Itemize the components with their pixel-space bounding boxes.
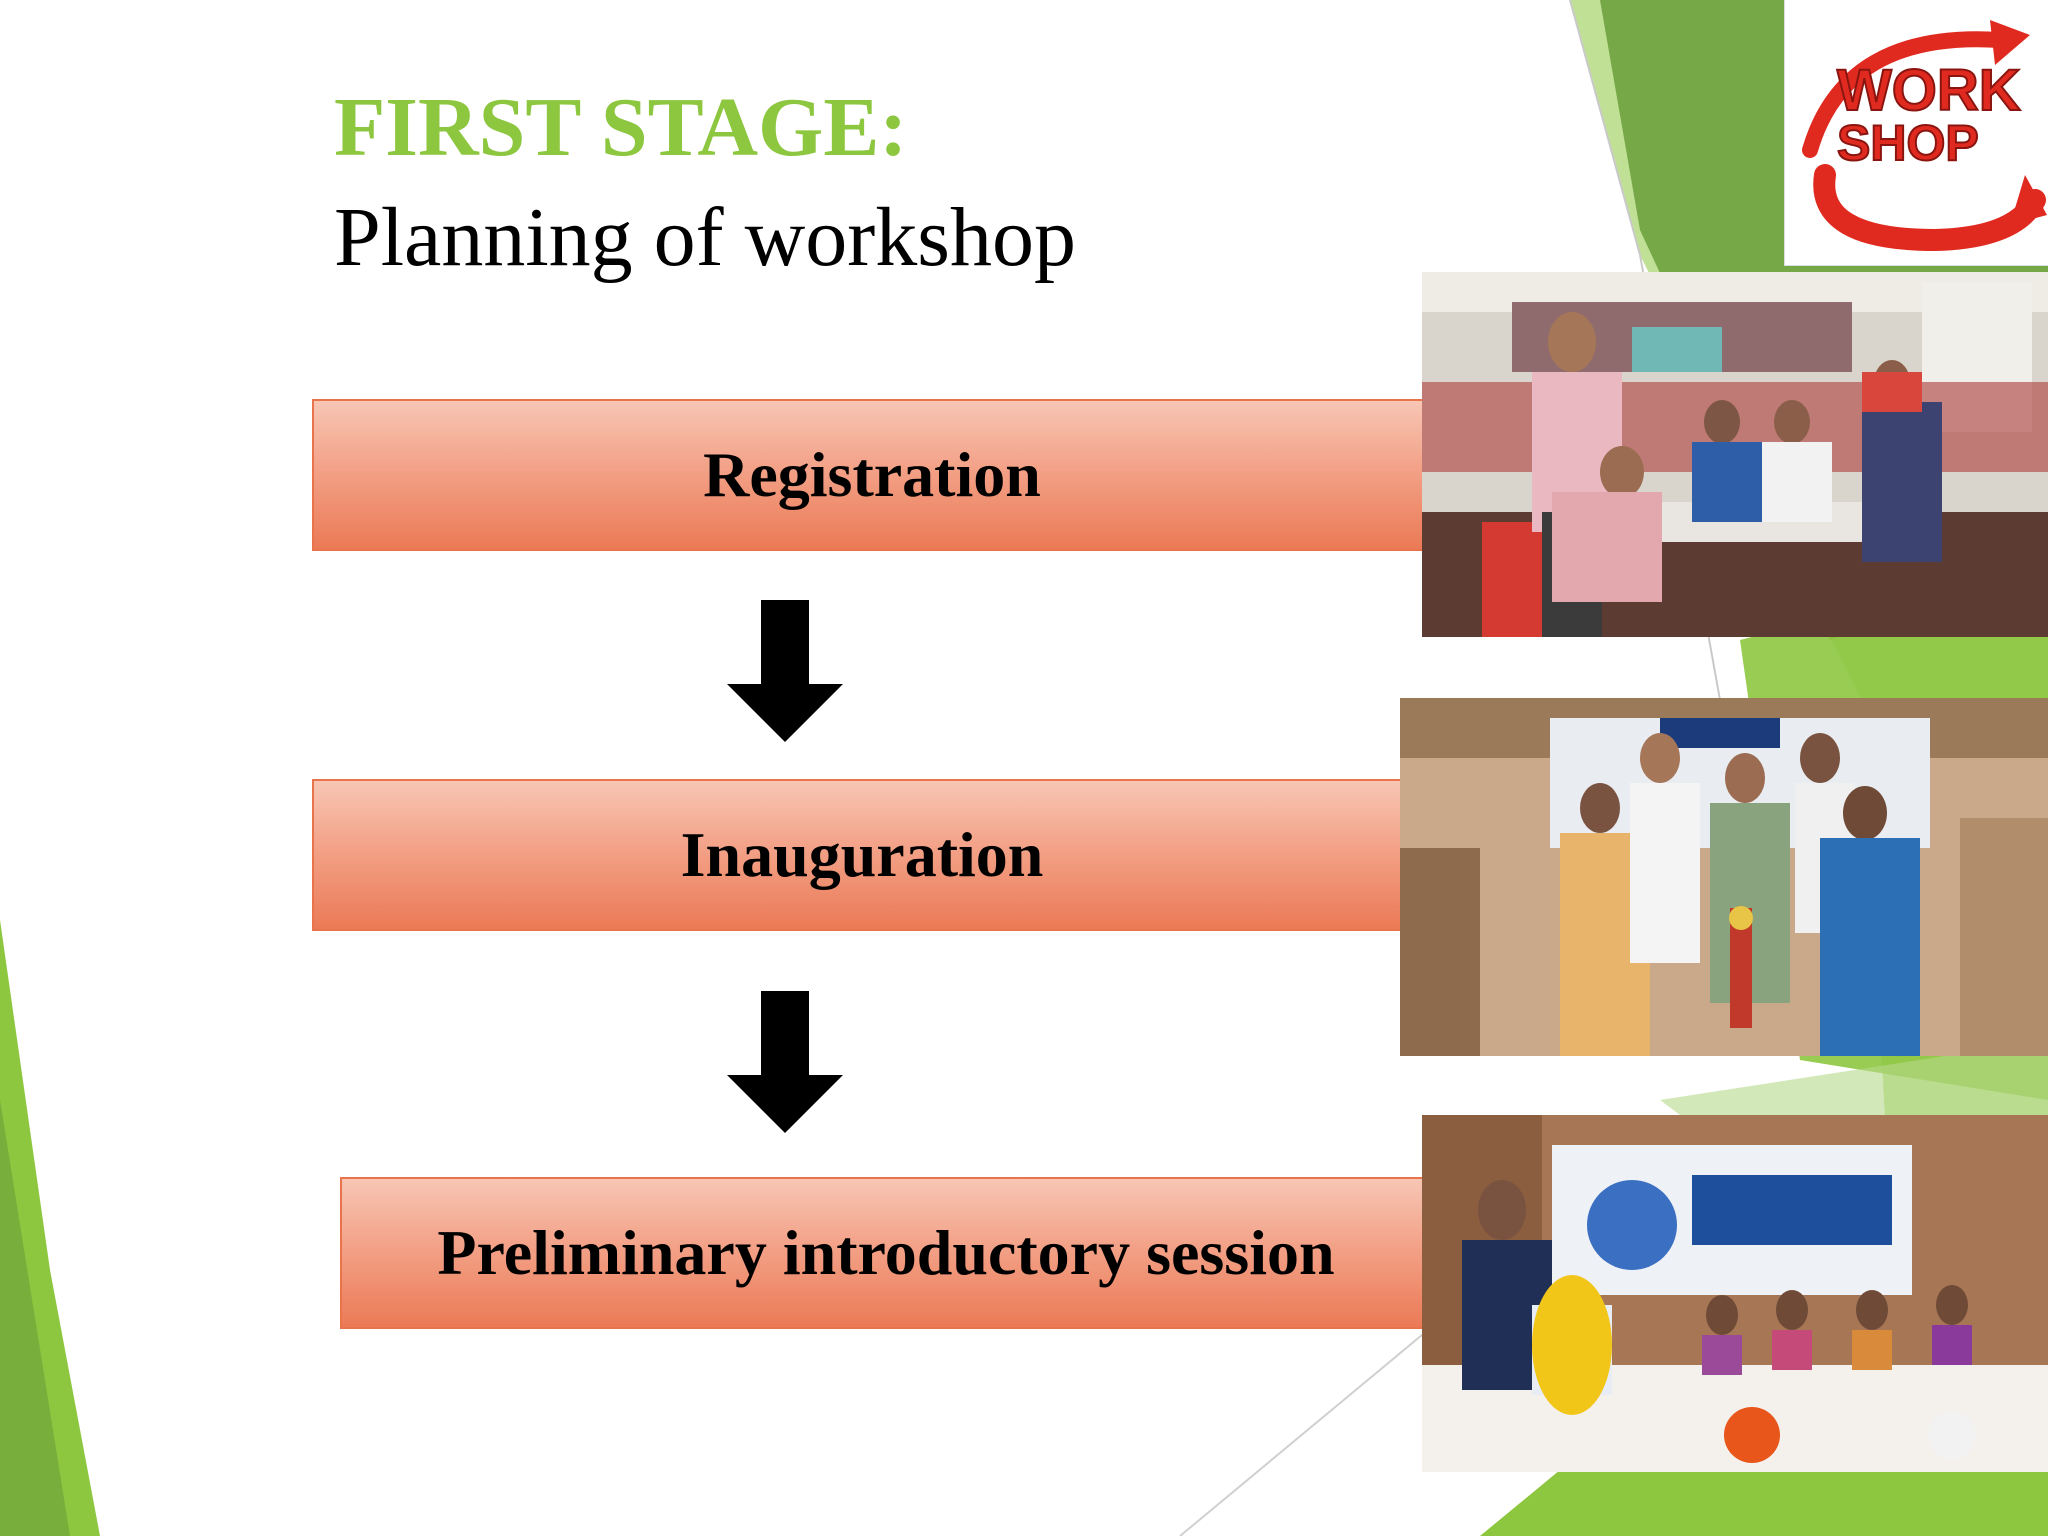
logo-text-line1: WORK [1837,58,2021,123]
slide-title: FIRST STAGE: [334,81,908,174]
stage-registration-label: Registration [703,439,1041,510]
registration-photo [1422,272,2048,637]
session-photo [1422,1115,2048,1472]
stage-session-label: Preliminary introductory session [437,1217,1335,1288]
inauguration-photo [1400,698,2048,1056]
slide-subtitle: Planning of workshop [334,191,1076,284]
workshop-logo: WORK SHOP [1784,0,2048,266]
down-arrow-icon [727,991,843,1133]
stage-session-box: Preliminary introductory session [340,1177,1432,1329]
logo-text-line2: SHOP [1837,115,1979,171]
stage-inauguration-box: Inauguration [312,779,1412,931]
down-arrow-icon [727,600,843,742]
stage-inauguration-label: Inauguration [680,819,1044,890]
stage-registration-box: Registration [312,399,1432,551]
